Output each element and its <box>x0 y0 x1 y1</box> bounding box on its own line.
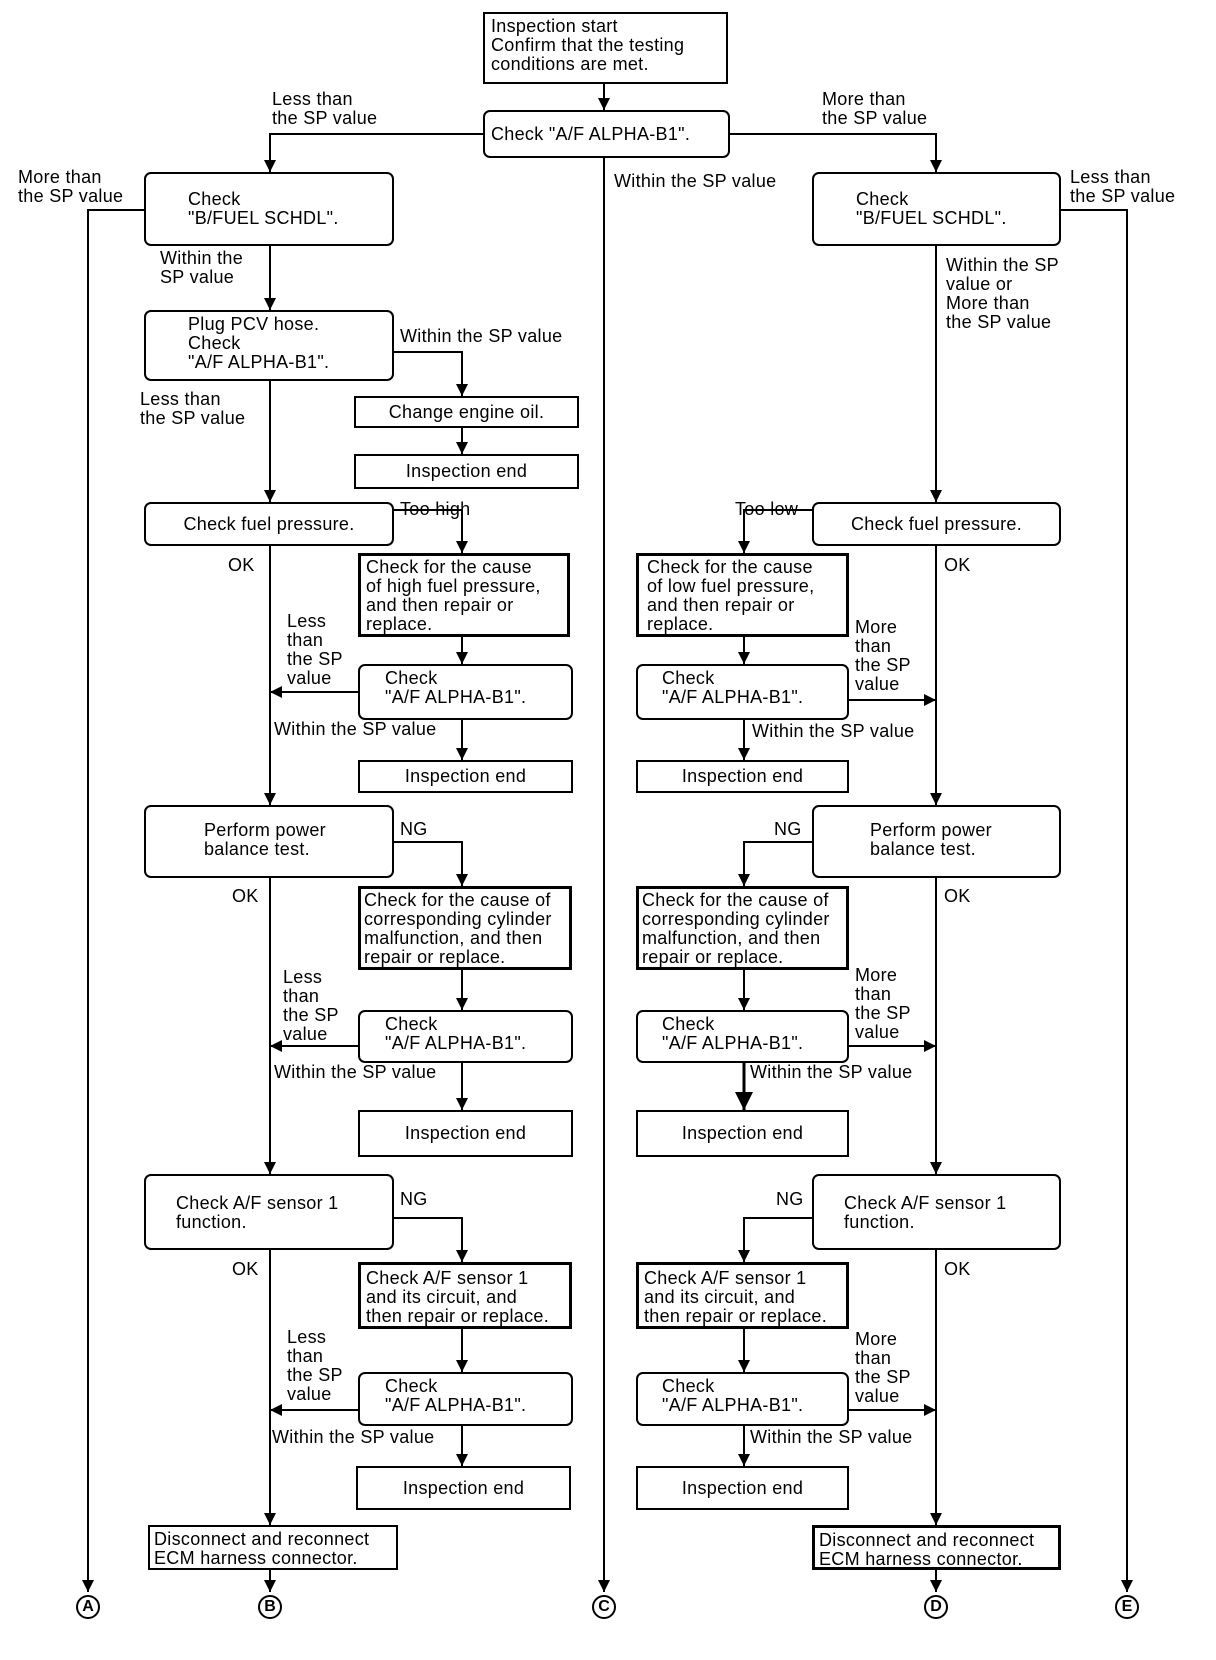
label-right-sensor-ng: NG <box>776 1189 804 1209</box>
flow-line <box>264 133 483 172</box>
right-cylinder-check-box: Check for the cause of corresponding cyl… <box>636 886 849 970</box>
left-inspection-end-2-box: Inspection end <box>358 1110 573 1157</box>
left-af-check-3-box: Check "A/F ALPHA-B1". <box>358 1372 573 1426</box>
connector-b: B <box>258 1595 282 1619</box>
start-box: Inspection start Confirm that the testin… <box>483 12 728 84</box>
right-af-sensor-function-box: Check A/F sensor 1 function. <box>812 1174 1061 1250</box>
right-inspection-end-2-box: Inspection end <box>636 1110 849 1157</box>
label-left-af3-within: Within the SP value <box>272 1427 435 1447</box>
right-af-check-3-box: Check "A/F ALPHA-B1". <box>636 1372 849 1426</box>
label-left-fuel-ok: OK <box>228 555 255 575</box>
label-right-bfuel-within: Within the SP value or More than the SP … <box>946 255 1059 332</box>
label-left-power-ng: NG <box>400 819 428 839</box>
left-power-balance-box: Perform power balance test. <box>144 805 394 878</box>
label-right-power-ng: NG <box>774 819 802 839</box>
label-left-sensor-ok: OK <box>232 1259 259 1279</box>
inspection-end-oil-box: Inspection end <box>354 454 579 489</box>
label-right-af3-more: More than the SP value <box>855 1329 911 1406</box>
left-bfuel-check-box: Check "B/FUEL SCHDL". <box>144 172 394 246</box>
flow-line <box>394 1217 468 1262</box>
flow-line <box>738 509 812 553</box>
right-bfuel-check-box: Check "B/FUEL SCHDL". <box>812 172 1061 246</box>
connector-d: D <box>924 1595 948 1619</box>
label-left-af2-within: Within the SP value <box>274 1062 437 1082</box>
label-right-sensor-ok: OK <box>944 1259 971 1279</box>
label-right-af1-more: More than the SP value <box>855 617 911 694</box>
right-power-balance-box: Perform power balance test. <box>812 805 1061 878</box>
label-main-more: More than the SP value <box>822 89 928 128</box>
flow-line <box>730 133 942 172</box>
left-af-check-2-box: Check "A/F ALPHA-B1". <box>358 1010 573 1063</box>
label-left-af1-less: Less than the SP value <box>287 611 343 688</box>
left-af-sensor-circuit-box: Check A/F sensor 1 and its circuit, and … <box>358 1262 572 1329</box>
flow-line <box>394 351 468 396</box>
left-af-sensor-function-box: Check A/F sensor 1 function. <box>144 1174 394 1250</box>
right-inspection-end-3-box: Inspection end <box>636 1466 849 1510</box>
label-left-af1-within: Within the SP value <box>274 719 437 739</box>
label-pcv-within: Within the SP value <box>400 326 563 346</box>
left-inspection-end-1-box: Inspection end <box>358 760 573 793</box>
label-right-fuel-ok: OK <box>944 555 971 575</box>
flow-line <box>1061 209 1133 1592</box>
right-ecm-reconnect-box: Disconnect and reconnect ECM harness con… <box>812 1525 1061 1570</box>
check-af-main-box: Check "A/F ALPHA-B1". <box>483 110 730 158</box>
left-fuel-pressure-box: Check fuel pressure. <box>144 502 394 546</box>
flow-line <box>738 1217 812 1262</box>
left-cylinder-check-box: Check for the cause of corresponding cyl… <box>358 886 572 970</box>
label-right-af2-more: More than the SP value <box>855 965 911 1042</box>
left-af-check-1-box: Check "A/F ALPHA-B1". <box>358 664 573 720</box>
label-left-af3-less: Less than the SP value <box>287 1327 343 1404</box>
left-pcv-check-box: Plug PCV hose. Check "A/F ALPHA-B1". <box>144 310 394 381</box>
left-ecm-reconnect-box: Disconnect and reconnect ECM harness con… <box>148 1525 398 1570</box>
label-main-within: Within the SP value <box>614 171 777 191</box>
right-af-sensor-circuit-box: Check A/F sensor 1 and its circuit, and … <box>636 1262 849 1329</box>
connector-a: A <box>76 1595 100 1619</box>
flow-line <box>394 841 468 886</box>
label-right-af1-within: Within the SP value <box>752 721 915 741</box>
label-left-bfuel-more: More than the SP value <box>18 167 124 206</box>
right-af-check-1-box: Check "A/F ALPHA-B1". <box>636 664 849 720</box>
right-inspection-end-1-box: Inspection end <box>636 760 849 793</box>
flow-line <box>394 509 468 553</box>
label-right-af2-within: Within the SP value <box>750 1062 913 1082</box>
change-engine-oil-box: Change engine oil. <box>354 396 579 428</box>
right-af-check-2-box: Check "A/F ALPHA-B1". <box>636 1010 849 1063</box>
flow-line <box>738 841 812 886</box>
label-left-sensor-ng: NG <box>400 1189 428 1209</box>
label-right-af3-within: Within the SP value <box>750 1427 913 1447</box>
label-right-fuel-low: Too low <box>735 499 799 519</box>
label-left-power-ok: OK <box>232 886 259 906</box>
connector-e: E <box>1115 1595 1139 1619</box>
label-pcv-less: Less than the SP value <box>140 389 246 428</box>
label-main-less: Less than the SP value <box>272 89 378 128</box>
low-fuel-pressure-box: Check for the cause of low fuel pressure… <box>636 553 849 637</box>
label-right-power-ok: OK <box>944 886 971 906</box>
label-left-fuel-high: Too high <box>400 499 471 519</box>
label-left-af2-less: Less than the SP value <box>283 967 339 1044</box>
high-fuel-pressure-box: Check for the cause of high fuel pressur… <box>358 553 570 637</box>
connector-c: C <box>592 1595 616 1619</box>
left-inspection-end-3-box: Inspection end <box>356 1466 571 1510</box>
right-fuel-pressure-box: Check fuel pressure. <box>812 502 1061 546</box>
label-left-bfuel-within: Within the SP value <box>160 248 244 287</box>
flow-line <box>82 209 144 1592</box>
label-right-bfuel-less: Less than the SP value <box>1070 167 1176 206</box>
